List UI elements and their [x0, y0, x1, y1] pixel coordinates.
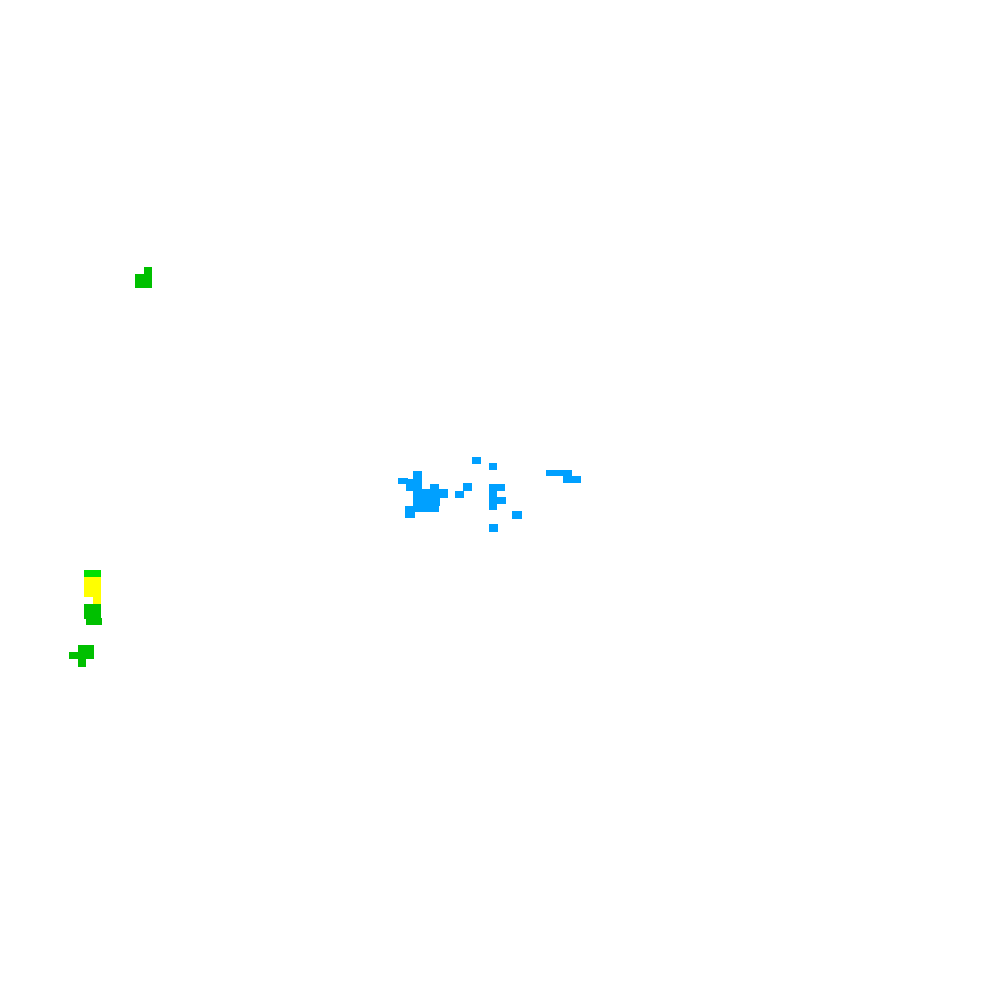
yellow-green-pixel-left-block [84, 577, 101, 597]
green-pixel-bottom-left-block [69, 652, 94, 659]
blue-pixel-center-block [398, 478, 408, 484]
blue-pixel-center-block [472, 457, 481, 464]
blue-pixel-center-block [546, 470, 572, 476]
blue-pixel-center-block [430, 484, 439, 492]
blue-pixel-center-block [563, 476, 581, 483]
blue-pixel-center-block [489, 490, 497, 510]
blue-pixel-center-block [405, 506, 415, 518]
yellow-green-pixel-left-block [86, 618, 102, 625]
blue-pixel-center-block [413, 504, 439, 512]
blue-pixel-center-block [489, 463, 497, 470]
green-pixel-bottom-left-block [78, 645, 94, 653]
blue-pixel-center-block [413, 497, 440, 506]
blue-pixel-center-block [489, 524, 498, 532]
blue-pixel-center-block [497, 497, 506, 504]
yellow-green-pixel-left-block [93, 596, 101, 604]
green-pixel-bottom-left-block [78, 658, 86, 667]
blue-pixel-center-block [413, 471, 422, 479]
blue-pixel-center-block [406, 479, 422, 491]
yellow-green-pixel-left-block [84, 570, 101, 577]
green-pixel-top-block [144, 267, 152, 275]
blue-pixel-center-block [413, 489, 448, 498]
yellow-green-pixel-left-block [84, 604, 101, 619]
green-pixel-top-block [135, 274, 152, 288]
blue-pixel-center-block [489, 484, 505, 491]
blue-pixel-center-block [512, 511, 522, 519]
blue-pixel-center-block [463, 483, 472, 491]
blue-pixel-center-block [455, 491, 464, 498]
